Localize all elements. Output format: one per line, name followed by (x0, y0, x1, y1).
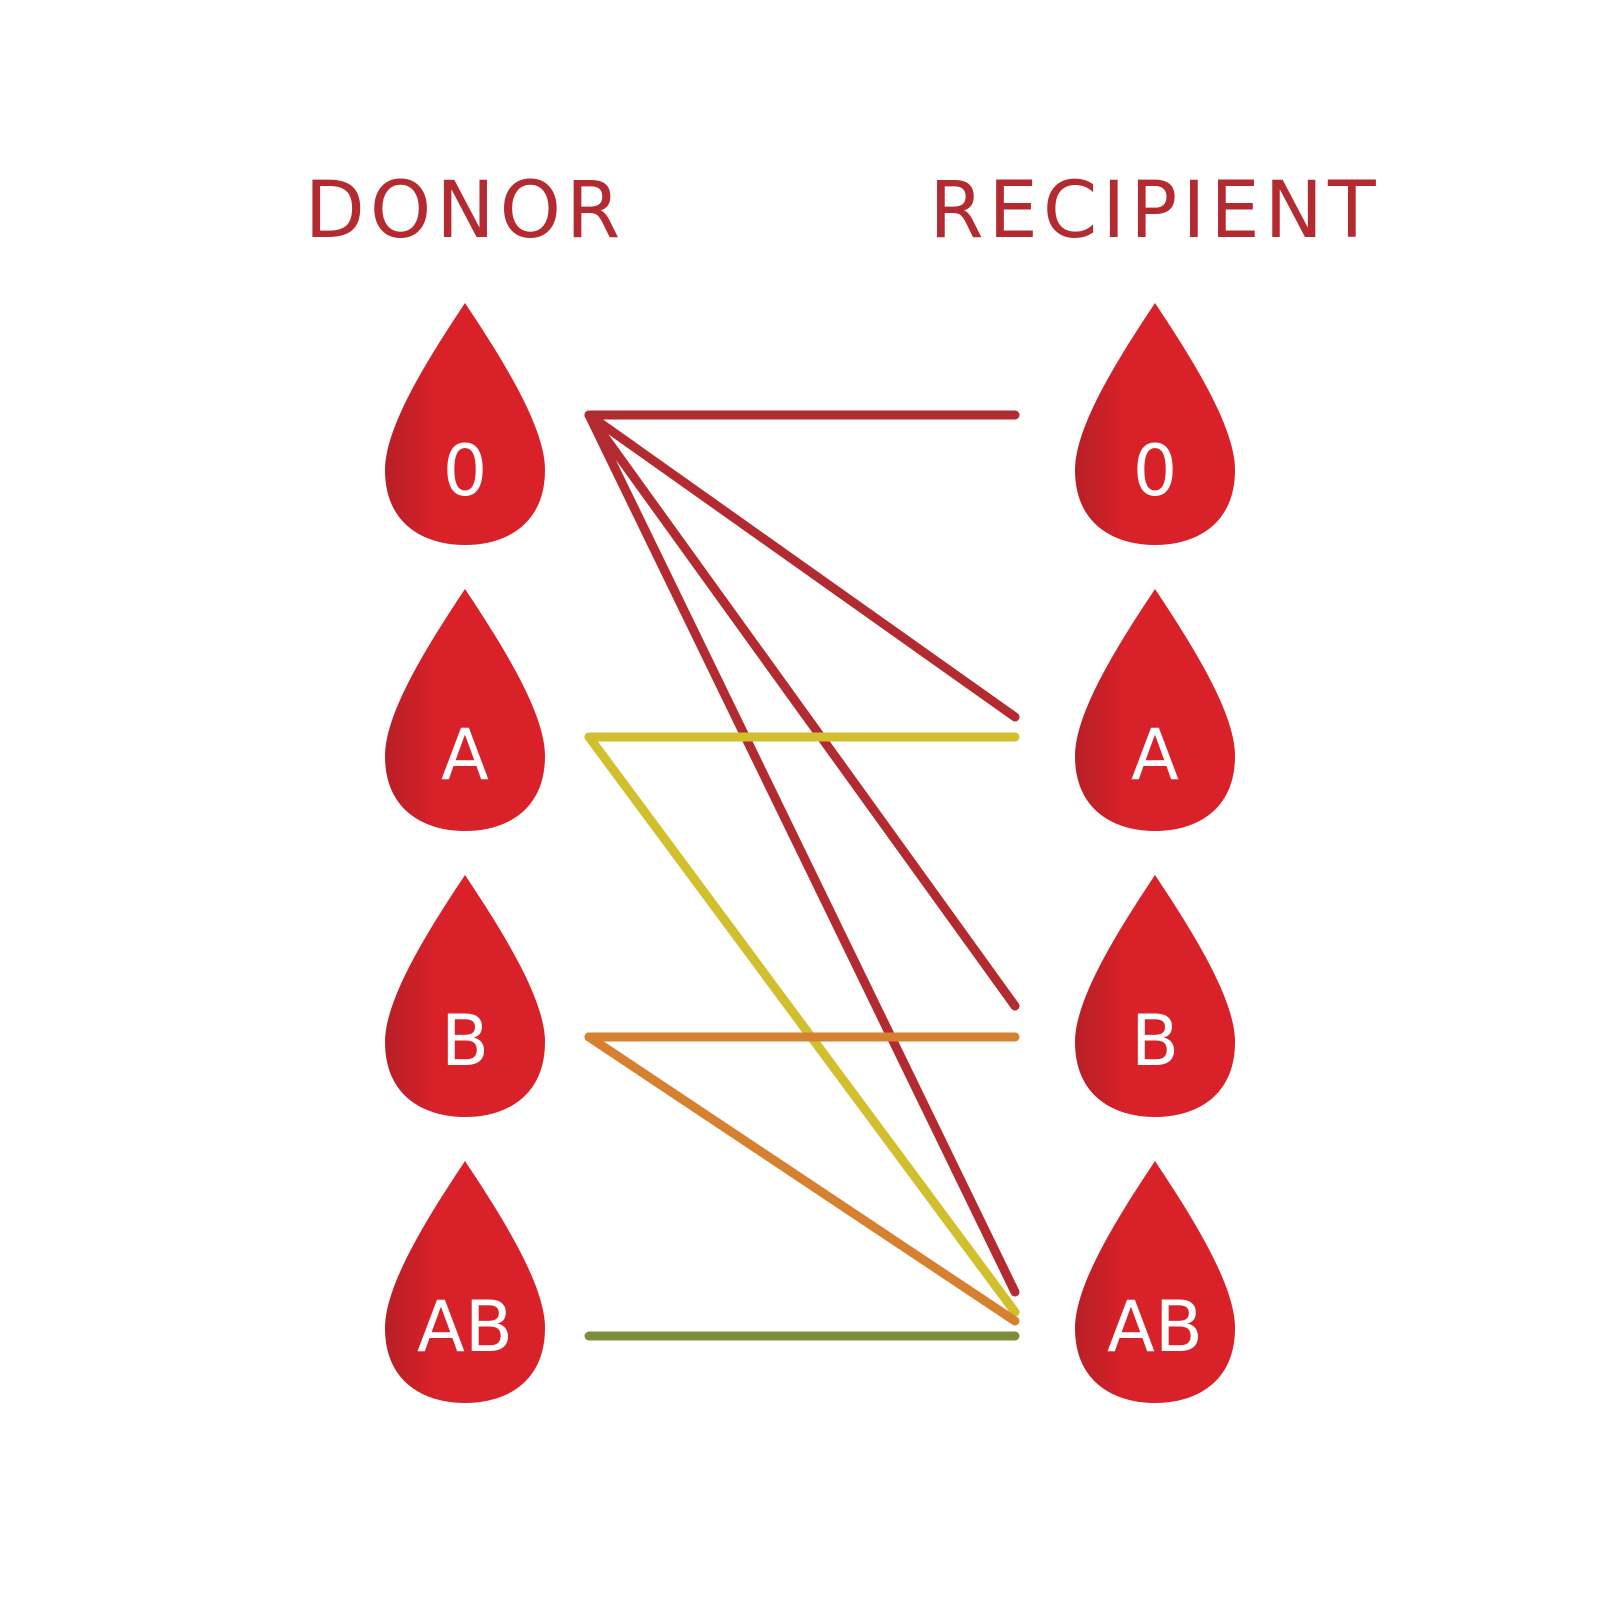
recipient-type-label: B (1131, 1000, 1179, 1082)
donor-drop-ab: AB (385, 1161, 545, 1403)
recipient-drop-ab: AB (1075, 1161, 1235, 1403)
donor-drop-o: 0 (385, 303, 545, 545)
recipient-heading: RECIPIENT (929, 166, 1380, 256)
recipient-drop-b: B (1075, 875, 1235, 1117)
link-o-to-a (584, 410, 1020, 722)
donor-type-label: AB (417, 1286, 513, 1368)
blood-drop-icon (1075, 1161, 1235, 1403)
link-b-to-ab (584, 1032, 1020, 1326)
link-o-to-ab (584, 410, 1020, 1297)
blood-drop-icon (1075, 303, 1235, 545)
recipient-type-label: 0 (1133, 430, 1178, 512)
recipient-drop-o: 0 (1075, 303, 1235, 545)
recipient-type-label: A (1131, 714, 1179, 796)
donor-drop-b: B (385, 875, 545, 1117)
blood-drop-icon (1075, 589, 1235, 831)
recipient-type-label: AB (1107, 1286, 1203, 1368)
compatibility-links (584, 410, 1020, 1341)
donor-type-label: A (441, 714, 489, 796)
donor-type-label: B (441, 1000, 489, 1082)
donor-heading: DONOR (305, 166, 625, 256)
blood-drop-icon (385, 589, 545, 831)
link-a-to-ab (584, 732, 1020, 1317)
blood-drop-icon (385, 303, 545, 545)
donor-drop-a: A (385, 589, 545, 831)
blood-drop-icon (385, 1161, 545, 1403)
blood-drop-icon (1075, 875, 1235, 1117)
recipient-drop-a: A (1075, 589, 1235, 831)
blood-drop-icon (385, 875, 545, 1117)
link-o-to-b (584, 410, 1020, 1011)
donor-type-label: 0 (443, 430, 488, 512)
